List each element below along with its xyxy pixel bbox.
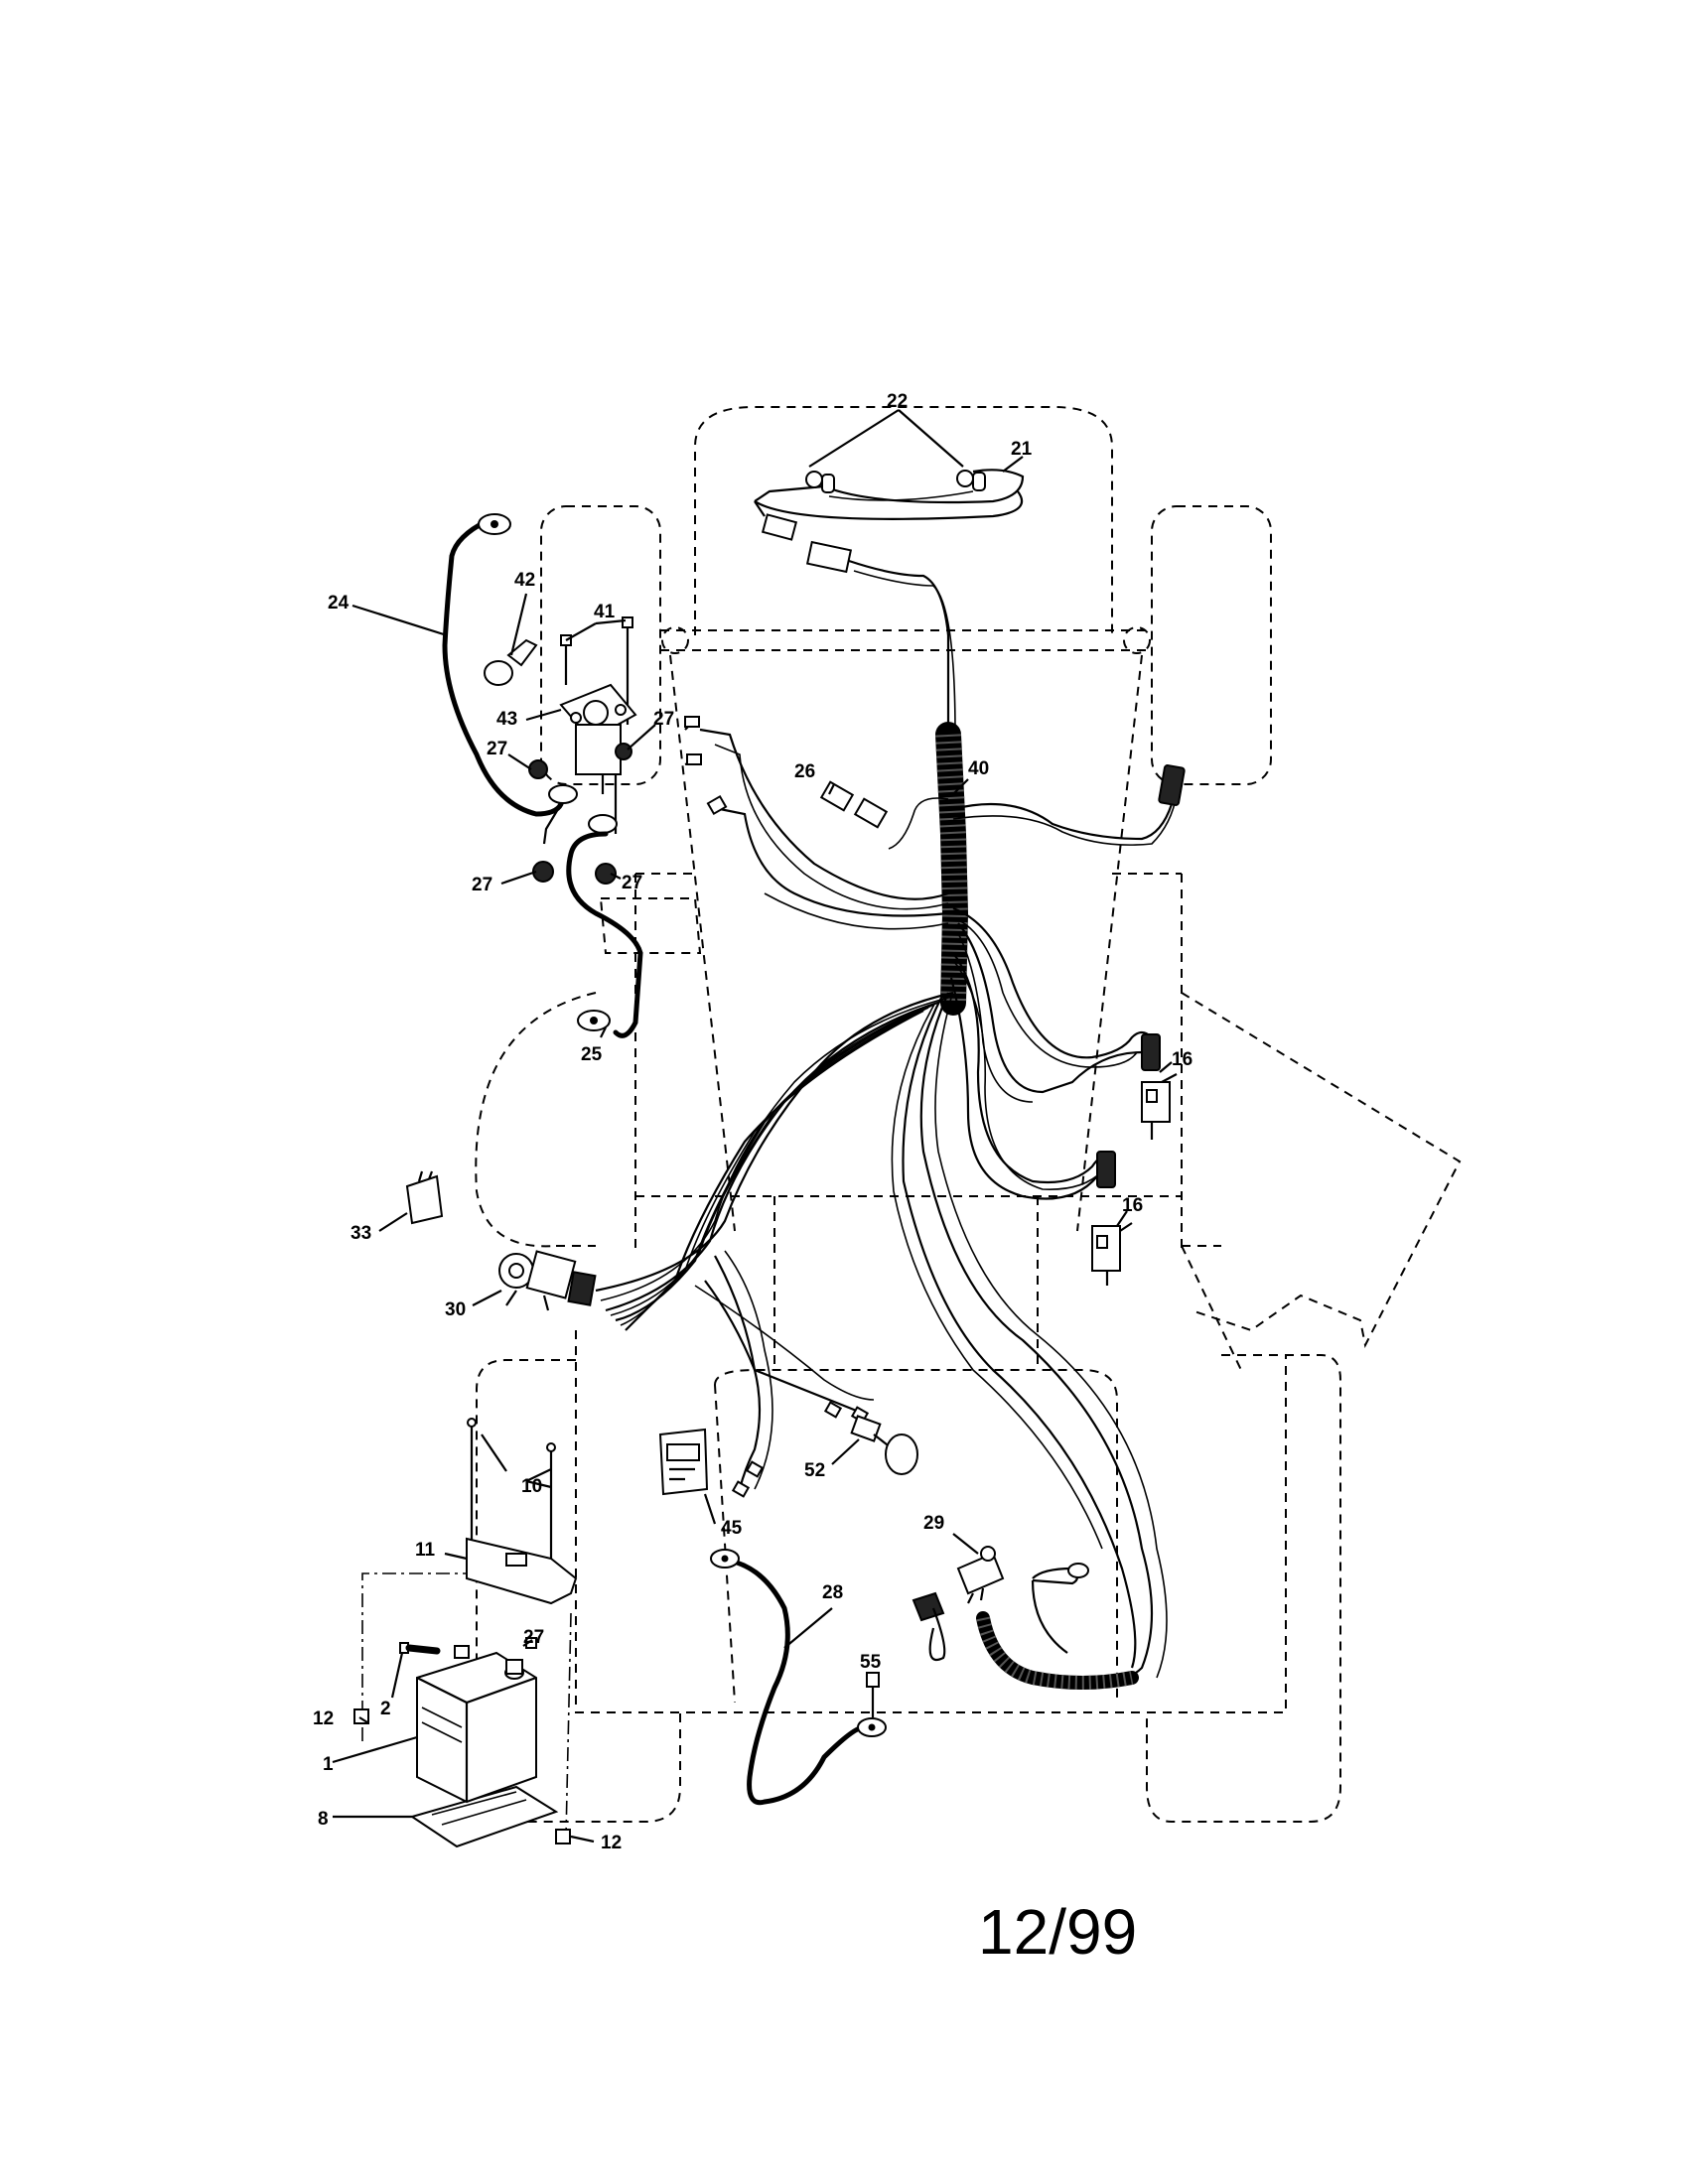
callout-26: 26 [794,761,815,782]
callout-27-e: 27 [523,1627,544,1648]
callout-55: 55 [860,1652,882,1673]
callout-41: 41 [594,602,616,622]
tractor-outline [475,406,1462,1823]
callout-27-c: 27 [472,875,492,895]
headlight-harness [754,469,1025,736]
callout-27-a: 27 [653,709,674,730]
callout-28: 28 [822,1582,843,1603]
battery-assembly [353,1418,578,1848]
callout-1: 1 [323,1754,334,1775]
callout-25: 25 [581,1044,603,1065]
callout-30: 30 [445,1299,466,1320]
rear-cables [710,1546,1139,1806]
main-harness [595,716,1186,1683]
callout-22: 22 [887,391,908,412]
callout-11: 11 [415,1540,436,1561]
callout-16-a: 16 [1172,1049,1193,1070]
callout-43: 43 [496,709,517,730]
callout-16-b: 16 [1122,1195,1143,1216]
callout-33: 33 [351,1223,371,1244]
callout-12-a: 12 [313,1708,334,1729]
callout-labels: 22 21 24 42 41 43 27 27 27 27 25 26 40 1… [313,391,1193,1853]
callout-45: 45 [721,1518,743,1539]
callout-52: 52 [804,1460,825,1481]
solenoid-assembly [442,513,643,1038]
meter-and-connector [658,1415,918,1496]
callout-27-b: 27 [487,739,507,759]
callout-29: 29 [923,1513,944,1534]
callout-40: 40 [968,758,989,779]
callout-42: 42 [514,570,535,591]
callout-10: 10 [521,1476,542,1497]
interlock-switches [1091,1073,1178,1286]
callout-2: 2 [380,1699,391,1719]
callout-21: 21 [1011,439,1033,460]
date-code: 12/99 [978,1896,1137,1968]
callout-24: 24 [328,593,350,614]
callout-8: 8 [318,1809,329,1830]
callout-12-b: 12 [601,1833,622,1853]
callout-27-d: 27 [622,873,642,893]
battery-hold-down-lines [361,1572,572,1838]
callout-leaders [332,409,1173,1843]
ignition-parts [405,1170,597,1311]
